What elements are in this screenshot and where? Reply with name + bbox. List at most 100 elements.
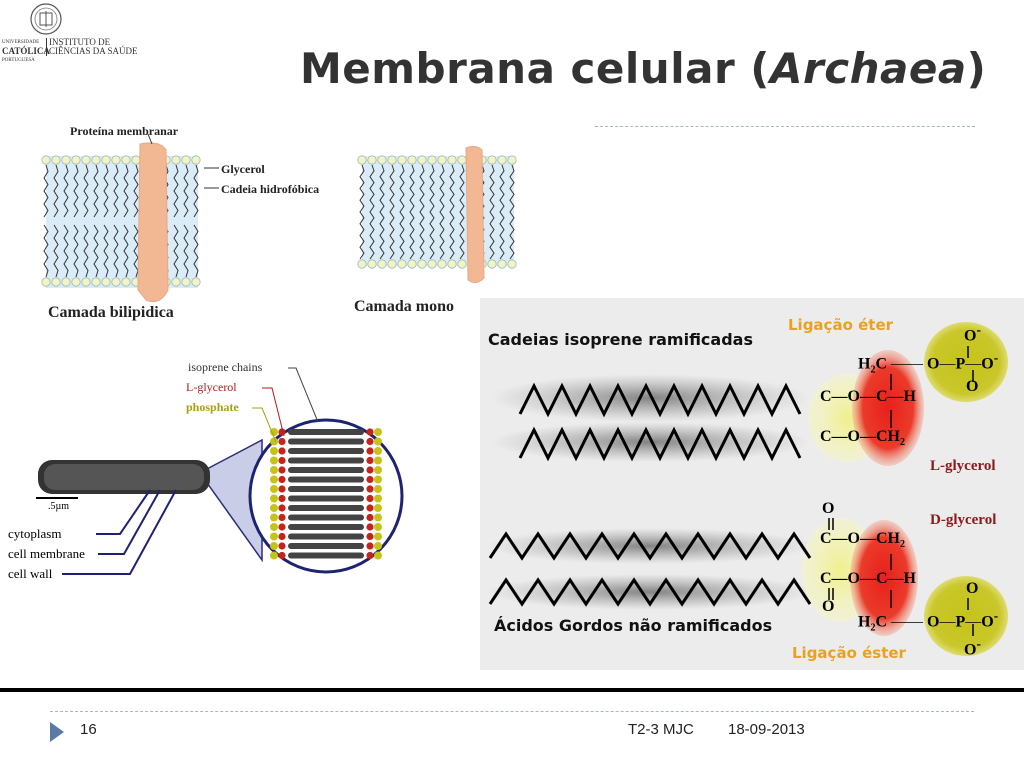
top-c: C (875, 355, 888, 373)
mono-head-top (437, 155, 447, 165)
zoom-phosphate-dot (374, 485, 382, 493)
bot-h-sub: 2 (870, 622, 876, 634)
isoprene-title: Cadeias isoprene ramificadas (488, 330, 753, 349)
footer-divider (50, 711, 974, 712)
lipid-tail (173, 224, 179, 278)
zoom-phosphate-dot (374, 494, 382, 503)
zoom-lglycerol-dot (278, 504, 286, 512)
institution-logo: UNIVERSIDADE CATÓLICA PORTUGUESA INSTITU… (0, 0, 160, 63)
mono-tail (429, 164, 435, 260)
isoprene-label: isoprene chains (188, 360, 263, 374)
bot-h2c: H2C —— O—P—O- (858, 608, 999, 634)
top-row3: C—O—CH2 (820, 428, 905, 448)
bot-obottom-minus: - (976, 636, 981, 651)
pointer-membrane (98, 489, 161, 555)
zoom-lglycerol-dot (366, 532, 374, 541)
zoom-phosphate-dot (374, 542, 382, 550)
triangle-bullet-icon (50, 722, 64, 742)
mono-head-top (367, 155, 377, 165)
bot-minus: - (993, 608, 999, 623)
d-glycerol-label: D-glycerol (930, 512, 997, 528)
bot-obottom-text: O (964, 641, 977, 659)
top-h-sub: 2 (870, 364, 876, 376)
bot-obottom: O- (964, 636, 981, 659)
protein-pointer (147, 133, 153, 145)
zoom-lglycerol-dot (278, 532, 286, 541)
zoom-lglycerol-dot (278, 456, 286, 465)
lipid-tail (73, 164, 79, 218)
lipid-tail (93, 164, 99, 218)
lipid-tail (83, 224, 89, 278)
mono-head-top (377, 155, 387, 165)
lipid-tail (83, 164, 89, 218)
mono-tail (439, 164, 445, 260)
bot-row2: C—O—C—H (820, 570, 916, 587)
title-close: ) (966, 44, 987, 93)
lglycerol-blob (852, 350, 924, 466)
mono-head-top (397, 155, 407, 165)
mono-tail (389, 164, 395, 260)
bot-row1-text: C—O—CH (820, 530, 900, 547)
page-number: 16 (80, 721, 97, 738)
mono-head-bottom (497, 259, 507, 269)
lipid-tail (173, 164, 179, 218)
lipid-head (71, 277, 81, 287)
zoom-phosphate-dot (270, 466, 278, 474)
lipid-head (131, 155, 141, 165)
lipid-tail (73, 224, 79, 278)
mono-head-bottom (457, 259, 467, 269)
mono-head-bottom (487, 259, 497, 269)
zoom-isoprene-chain (288, 495, 364, 502)
logo-line2: CATÓLICA (2, 46, 50, 56)
zoom-phosphate-dot (270, 513, 278, 522)
cytoplasm-label: cytoplasm (8, 526, 62, 541)
mono-tail (359, 164, 365, 260)
zoom-phosphate-dot (270, 523, 278, 531)
footer-author: T2-3 MJC (628, 721, 694, 738)
mono-head-bottom (377, 259, 387, 269)
lipid-head (171, 277, 181, 287)
lipid-tail (183, 224, 189, 278)
zoom-lglycerol-dot (366, 494, 374, 503)
zoom-phosphate-dot (270, 504, 278, 512)
zoom-lglycerol-dot (278, 485, 286, 493)
mono-tail (409, 164, 415, 260)
shadow-top1 (490, 374, 810, 422)
top-row3-text: C—O—CH (820, 428, 900, 445)
mono-protein (465, 145, 485, 284)
footer-date: 18-09-2013 (728, 721, 805, 738)
title-main: Membrana celular ( (300, 44, 770, 93)
lipid-tail (183, 164, 189, 218)
top-oright: O (981, 355, 994, 373)
lipid-tail (133, 164, 139, 218)
bot-h: H (858, 613, 871, 631)
top-h2c: H2C —— O—P—O- (858, 350, 999, 376)
logo-line3: PORTUGUESA (2, 58, 35, 63)
mono-head-top (497, 155, 507, 165)
zoom-isoprene-chain (288, 543, 364, 549)
lipid-head (181, 277, 191, 287)
lipid-head (121, 155, 131, 165)
logo-inst1: INSTITUTO DE (49, 37, 111, 47)
protein-label: Proteína membranar (70, 124, 179, 138)
mono-tail (419, 164, 425, 260)
pointer-lglycerol (262, 387, 285, 437)
zoom-lglycerol-dot (366, 504, 374, 512)
bilayer-caption: Camada bilipidica (48, 304, 174, 321)
top-otop: O- (964, 322, 981, 345)
lipid-tail (103, 224, 109, 278)
mono-head-top (357, 155, 367, 165)
mono-head-bottom (397, 259, 407, 269)
lipid-head (61, 155, 71, 165)
cell-svg (36, 367, 404, 575)
chain-label: Cadeia hidrofóbica (221, 182, 320, 196)
shadow-top2 (490, 422, 810, 462)
mono-head-bottom (437, 259, 447, 269)
zoom-lglycerol-dot (366, 437, 374, 446)
isoprene-chain-1 (518, 382, 802, 418)
lipid-tail (113, 164, 119, 218)
bot-otop: O (966, 580, 979, 597)
mono-head-top (417, 155, 427, 165)
lipid-tail (43, 164, 49, 218)
lglycerol-label: L-glycerol (186, 380, 237, 394)
